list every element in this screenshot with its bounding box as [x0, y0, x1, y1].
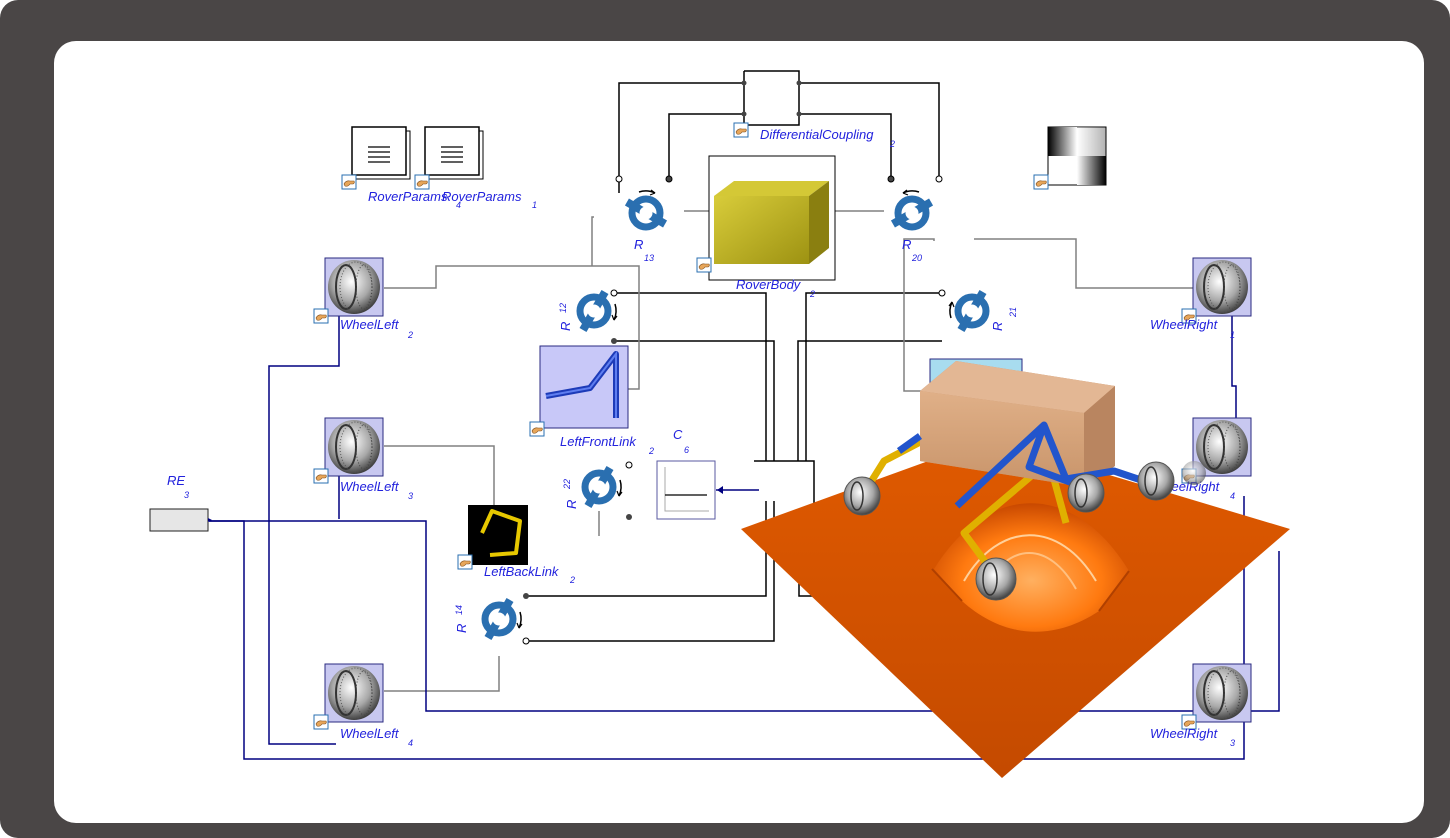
wheel-right-1-subscript: 1 — [1230, 330, 1235, 340]
render-wheel-rear — [1137, 461, 1175, 501]
render-wheel-front — [975, 557, 1017, 601]
render-wheel-mid — [1067, 473, 1105, 513]
re-block-label: RE — [167, 473, 185, 488]
joint-r22-label: R — [564, 500, 579, 509]
wheel-right-4-subscript: 4 — [1230, 491, 1235, 501]
left-front-link-label: LeftFrontLink — [560, 434, 637, 449]
link-icon — [545, 351, 619, 418]
wheel-left-4-icon[interactable] — [313, 663, 384, 730]
constant-source-icon[interactable] — [656, 460, 723, 520]
wheel-left-3-subscript: 3 — [408, 491, 413, 501]
wheel-right-1-label: WheelRight — [1150, 317, 1219, 332]
wheel-right-1-icon[interactable] — [1181, 257, 1252, 324]
render-wheel-front-left — [843, 476, 881, 516]
wheel-left-2-icon[interactable] — [313, 257, 384, 324]
rover-params-4-label: RoverParams — [368, 189, 448, 204]
joint-r20-icon[interactable] — [891, 190, 933, 227]
checker-icon[interactable] — [1033, 126, 1107, 190]
left-front-link-icon[interactable] — [529, 345, 629, 437]
table-icon — [441, 146, 463, 163]
wheel-left-3-icon[interactable] — [313, 417, 384, 484]
rover-params-4-subscript: 4 — [456, 200, 461, 210]
table-icon — [368, 146, 390, 163]
rover-body-label: RoverBody — [736, 277, 802, 292]
wheel-left-3-label: WheelLeft — [340, 479, 400, 494]
differential-coupling-subscript: 2 — [889, 139, 895, 149]
rover-body-subscript: 2 — [809, 289, 815, 299]
wheel-right-3-icon[interactable] — [1181, 663, 1252, 730]
joint-r13-subscript: 13 — [644, 253, 654, 263]
joint-r13-label: R — [634, 237, 643, 252]
wheel-left-2-label: WheelLeft — [340, 317, 400, 332]
link-icon — [480, 509, 522, 557]
wheel-left-4-label: WheelLeft — [340, 726, 400, 741]
joint-r12-label: R — [558, 322, 573, 331]
joint-r12-icon[interactable] — [580, 290, 617, 332]
joint-r21-icon[interactable] — [949, 290, 986, 332]
joint-r14-label: R — [454, 624, 469, 633]
connector-dots — [522, 80, 946, 645]
rover-params-1-label: RoverParams — [442, 189, 522, 204]
joint-r14-icon[interactable] — [485, 598, 522, 640]
left-front-link-subscript: 2 — [648, 446, 654, 456]
joint-r14-subscript: 14 — [454, 605, 464, 615]
wheel-left-4-subscript: 4 — [408, 738, 413, 748]
joint-r21-subscript: 21 — [1008, 307, 1018, 318]
joint-r20-subscript: 20 — [911, 253, 922, 263]
joint-r22-icon[interactable] — [585, 466, 622, 508]
left-back-link-icon[interactable] — [457, 505, 528, 570]
wheel-right-3-subscript: 3 — [1230, 738, 1235, 748]
left-back-link-subscript: 2 — [569, 575, 575, 585]
rover-params-4-icon[interactable] — [341, 126, 411, 190]
wheel-right-3-label: WheelRight — [1150, 726, 1219, 741]
left-back-link-label: LeftBackLink — [484, 564, 560, 579]
joint-r20-label: R — [902, 237, 911, 252]
joint-r22-subscript: 22 — [562, 479, 572, 490]
box-icon — [714, 181, 829, 264]
constant-source-label: C — [673, 427, 683, 442]
differential-coupling-icon[interactable] — [733, 122, 749, 138]
joint-r21-label: R — [990, 322, 1005, 331]
rover-params-1-icon[interactable] — [414, 126, 484, 190]
model-diagram: RoverParams 4 RoverParams 1 Differential… — [149, 70, 1290, 778]
diagram-canvas: RoverParams 4 RoverParams 1 Differential… — [54, 41, 1424, 823]
constant-source-subscript: 6 — [684, 445, 689, 455]
differential-coupling-label: DifferentialCoupling — [760, 127, 874, 142]
wheel-left-2-subscript: 2 — [407, 330, 413, 340]
animation-3d-view[interactable] — [741, 361, 1290, 778]
render-wheel-right-far — [1182, 461, 1206, 485]
rover-params-1-subscript: 1 — [532, 200, 537, 210]
re-block[interactable] — [149, 508, 212, 532]
re-block-subscript: 3 — [184, 490, 189, 500]
rover-body-icon[interactable] — [696, 155, 836, 281]
joint-r12-subscript: 12 — [558, 303, 568, 313]
joint-r13-icon[interactable] — [625, 190, 667, 227]
